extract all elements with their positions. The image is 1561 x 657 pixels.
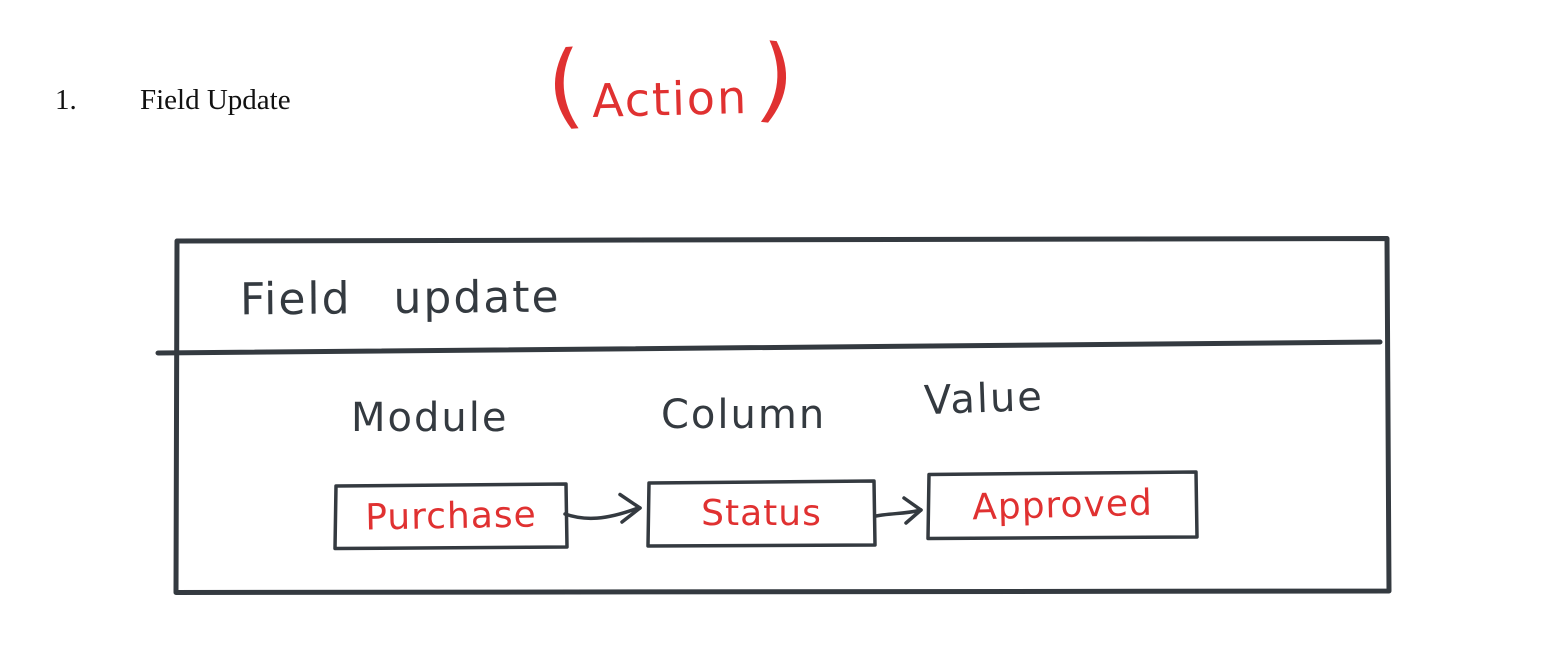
action-note-open-paren: ( [543,30,587,141]
list-item-number: 1. [55,84,77,116]
purchase-node-label: Purchase [364,494,538,538]
panel-divider-line [155,339,1383,356]
action-note-word: Action [591,69,749,129]
list-item-label: Field Update [140,84,291,116]
arrow-status-to-approved [874,496,923,525]
panel-title: Field update [239,271,561,326]
status-node-label: Status [701,493,822,534]
status-node-box [646,479,877,548]
approved-node-label: Approved [971,482,1154,528]
column-header-column: Column [661,392,827,438]
panel-outer-box [173,236,1392,595]
column-header-module: Module [351,395,509,441]
arrow-purchase-to-status [563,492,642,524]
purchase-node-box [333,482,569,551]
approved-node-box [926,470,1199,541]
column-header-value: Value [923,373,1045,425]
